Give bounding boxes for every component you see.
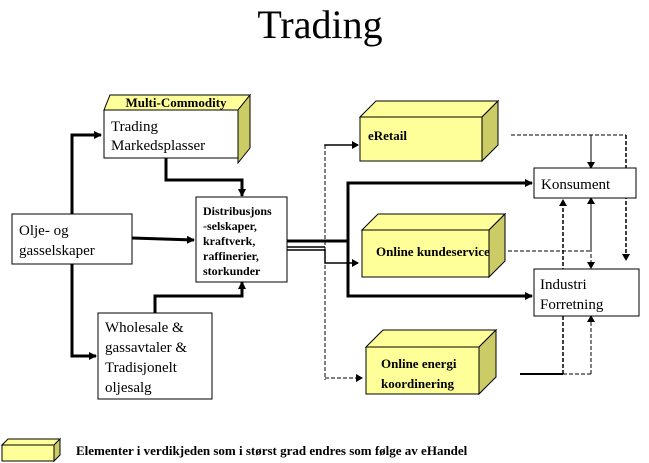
energi-top	[364, 329, 498, 348]
distribusjon-line-2: -selskaper,	[203, 219, 257, 233]
node-eretail[interactable]: eRetail	[358, 99, 500, 163]
trading-line-1: Trading	[111, 119, 158, 135]
legend-swatch-top	[0, 438, 62, 446]
node-wholesale[interactable]: Wholesale & gassavtaler & Tradisjonelt o…	[97, 312, 213, 400]
industri-box	[533, 268, 640, 317]
connector-wholesale-to-distribusjon	[153, 281, 246, 313]
connector-olje-to-distribusjon	[131, 235, 195, 244]
wholesale-line-2: gassavtaler &	[105, 340, 187, 356]
multi-commodity-label: Multi-Commodity	[125, 95, 227, 110]
olje-line-2: gasselskaper	[19, 243, 95, 259]
kundeservice-front	[361, 229, 490, 278]
industri-line-1: Industri	[540, 277, 587, 293]
wholesale-line-3: Tradisjonelt	[105, 360, 178, 376]
connector-olje-to-trading	[70, 131, 102, 215]
connector-olje-to-wholesale	[70, 263, 97, 360]
diagram-title: Trading	[257, 2, 382, 47]
distribusjon-box	[195, 196, 288, 283]
wholesale-box	[97, 312, 213, 400]
energi-line-2: koordinering	[381, 376, 454, 391]
olje-line-1: Olje- og	[19, 223, 69, 239]
distribusjon-line-1: Distribusjons	[203, 204, 272, 218]
node-online-energi[interactable]: Online energi koordinering	[364, 328, 498, 396]
kundeservice-top	[360, 213, 507, 231]
legend: Elementer i verdikjeden som i størst gra…	[0, 437, 468, 463]
energi-line-1: Online energi	[381, 356, 457, 371]
olje-box	[11, 213, 133, 265]
connectors	[70, 131, 630, 382]
konsument-box	[533, 167, 637, 199]
connector-to-kundeservice	[324, 249, 359, 267]
industri-line-2: Forretning	[540, 297, 604, 313]
trading-box	[103, 109, 239, 159]
eretail-label: eRetail	[368, 128, 407, 143]
multi-commodity-box: Multi-Commodity	[103, 93, 252, 165]
eretail-top	[358, 100, 500, 118]
konsument-label: Konsument	[541, 177, 611, 193]
kundeservice-label: Online kundeservice	[376, 244, 490, 259]
energi-front	[365, 346, 480, 395]
connector-to-konsument	[346, 179, 533, 241]
node-olje-gasselskaper[interactable]: Olje- og gasselskaper	[11, 213, 133, 265]
node-konsument[interactable]: Konsument	[533, 167, 637, 199]
node-trading-markedsplasser[interactable]: Trading Markedsplasser	[103, 109, 239, 159]
wholesale-line-4: oljesalg	[105, 380, 152, 396]
legend-text: Elementer i verdikjeden som i størst gra…	[76, 443, 468, 458]
distribusjon-line-5: storkunder	[203, 264, 261, 278]
node-online-kundeservice[interactable]: Online kundeservice	[360, 212, 507, 279]
trading-line-2: Markedsplasser	[111, 138, 205, 154]
distribusjon-line-4: raffinerier,	[203, 249, 259, 263]
node-distribusjon[interactable]: Distribusjons -selskaper, kraftverk, raf…	[195, 196, 288, 283]
multi-commodity-side	[237, 93, 251, 165]
connector-trading-to-distribusjon	[164, 158, 246, 197]
node-industri[interactable]: Industri Forretning	[533, 268, 640, 317]
connector-to-eretail	[324, 141, 359, 149]
eretail-front	[359, 116, 483, 162]
wholesale-line-1: Wholesale &	[105, 320, 184, 336]
connector-to-industri	[346, 241, 533, 300]
legend-swatch-front	[1, 444, 55, 462]
distribusjon-line-3: kraftverk,	[203, 234, 255, 248]
